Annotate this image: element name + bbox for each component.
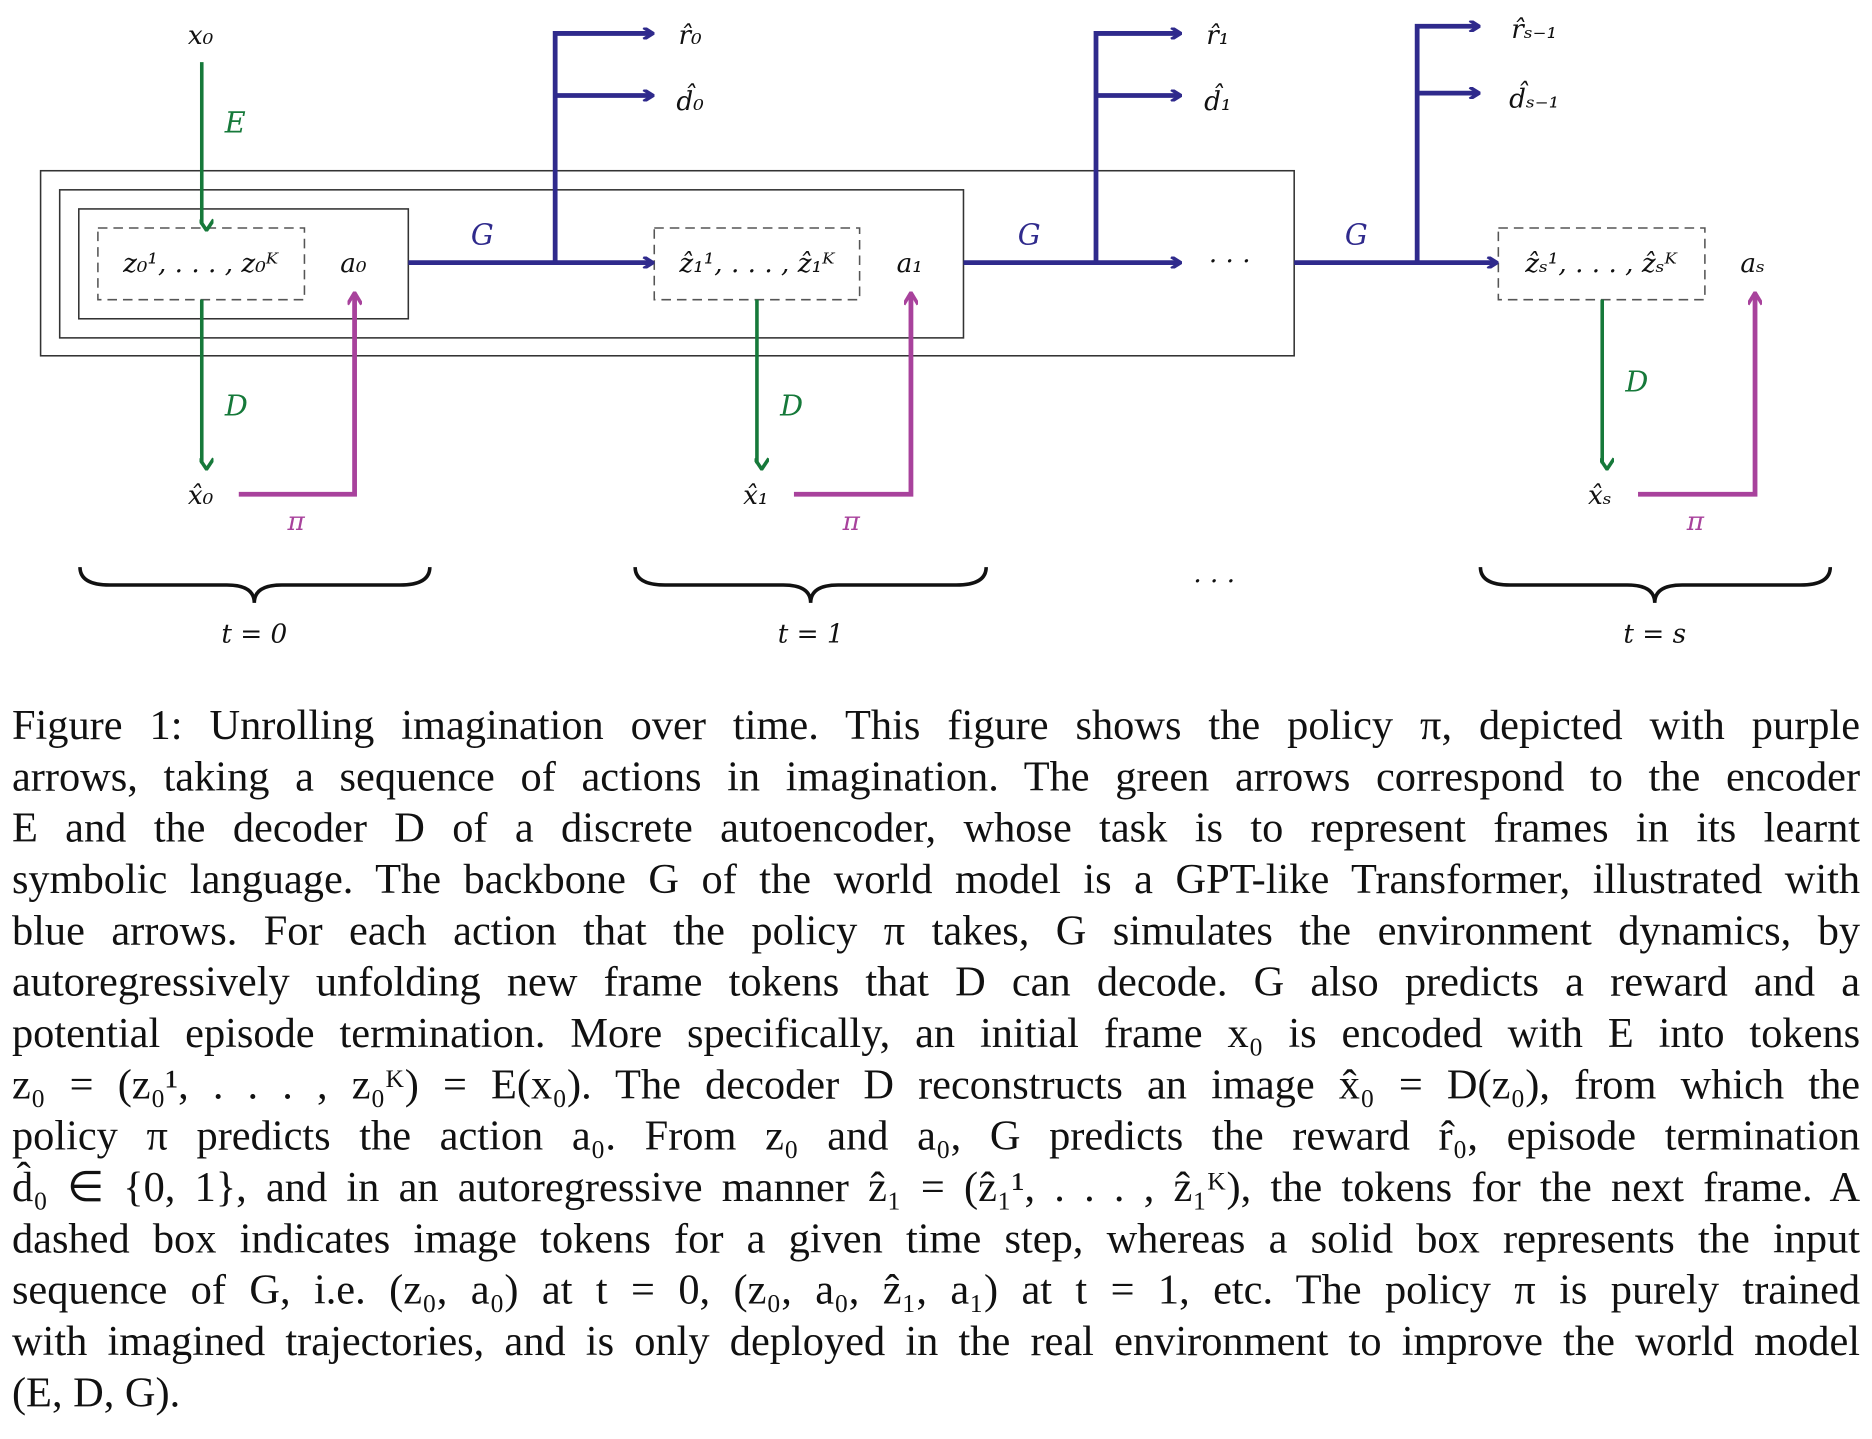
diagram: x₀ E z₀¹, . . . , z₀ᴷ a₀ G r̂₀ d̂₀ ẑ₁¹, …	[39, 15, 1833, 649]
caption-line: potential episode termination. More spec…	[11, 1008, 1861, 1057]
action-t0: a₀	[340, 249, 367, 279]
policy-arrow-ts	[1638, 294, 1755, 497]
reward-arrow-ts	[1414, 26, 1478, 263]
tokens-t0: z₀¹, . . . , z₀ᴷ	[122, 249, 280, 279]
policy-label-t1: π	[842, 507, 861, 537]
termination-t1: d̂₁	[1204, 83, 1231, 117]
policy-arrows	[238, 294, 1755, 497]
policy-arrow-t1	[793, 294, 911, 497]
caption-line: Figure 1: Unrolling imagination over tim…	[11, 700, 1861, 749]
reconstruction-ts: x̂ₛ	[1588, 481, 1612, 511]
input-frame-label: x₀	[188, 21, 214, 51]
policy-label-t0: π	[286, 507, 305, 537]
time-label-t1: t = 1	[778, 619, 844, 649]
action-t1: a₁	[897, 249, 923, 279]
reward-arrow-t0	[552, 33, 652, 263]
decoder-label-t0: D	[224, 388, 248, 422]
caption-line: dashed box indicates image tokens for a …	[11, 1214, 1861, 1262]
action-ts: aₛ	[1740, 249, 1765, 279]
policy-arrow-t0	[238, 294, 355, 497]
brace-t0	[78, 566, 432, 604]
autoencoder-arrows	[202, 62, 1602, 463]
reconstruction-t0: x̂₀	[188, 481, 214, 511]
caption-line: d̂₀ ∈ {0, 1}, and in an autoregressive m…	[11, 1162, 1861, 1211]
time-braces	[78, 566, 1833, 604]
policy-label-ts: π	[1686, 507, 1705, 537]
caption-line: symbolic language. The backbone G of the…	[11, 854, 1861, 903]
decoder-label-ts: D	[1624, 365, 1648, 399]
decoder-label-t1: D	[779, 388, 803, 422]
reward-ts: r̂ₛ₋₁	[1511, 15, 1557, 45]
figure-caption: Figure 1: Unrolling imagination over tim…	[12, 700, 1860, 1419]
time-label-t0: t = 0	[221, 619, 287, 649]
reward-arrow-t1	[1093, 33, 1180, 263]
reconstruction-t1: x̂₁	[743, 481, 768, 511]
reward-t1: r̂₁	[1206, 21, 1229, 51]
caption-line: (E, D, G).	[11, 1368, 181, 1416]
caption-line: arrows, taking a sequence of actions in …	[11, 752, 1861, 800]
caption-line: autoregressively unfolding new frame tok…	[11, 957, 1861, 1006]
caption-line: policy π predicts the action a₀. From z₀…	[11, 1111, 1861, 1160]
caption-line: blue arrows. For each action that the po…	[11, 906, 1861, 954]
caption-line: z₀ = (z₀¹, . . . , z₀ᴷ) = E(x₀). The dec…	[11, 1060, 1861, 1108]
reward-t0: r̂₀	[679, 21, 703, 51]
encoder-label: E	[224, 106, 246, 140]
tokens-ts: ẑₛ¹, . . . , ẑₛᴷ	[1524, 249, 1678, 279]
transformer-label-t1: G	[1018, 218, 1041, 252]
ellipsis-sequence: · · ·	[1209, 247, 1251, 277]
termination-ts: d̂ₛ₋₁	[1509, 81, 1559, 115]
caption-line: with imagined trajectories, and is only …	[11, 1316, 1861, 1365]
time-label-ts: t = s	[1623, 619, 1686, 649]
caption-line: sequence of G, i.e. (z₀, a₀) at t = 0, (…	[11, 1265, 1861, 1314]
brace-ts	[1478, 566, 1833, 604]
transformer-label-ts: G	[1345, 218, 1368, 252]
tokens-t1: ẑ₁¹, . . . , ẑ₁ᴷ	[678, 249, 836, 279]
ellipsis-time: · · ·	[1193, 567, 1235, 597]
brace-t1	[633, 566, 988, 604]
transformer-arrows	[408, 26, 1496, 262]
caption-line: E and the decoder D of a discrete autoen…	[11, 803, 1861, 852]
transformer-label-t0: G	[471, 218, 494, 252]
termination-t0: d̂₀	[676, 83, 704, 117]
